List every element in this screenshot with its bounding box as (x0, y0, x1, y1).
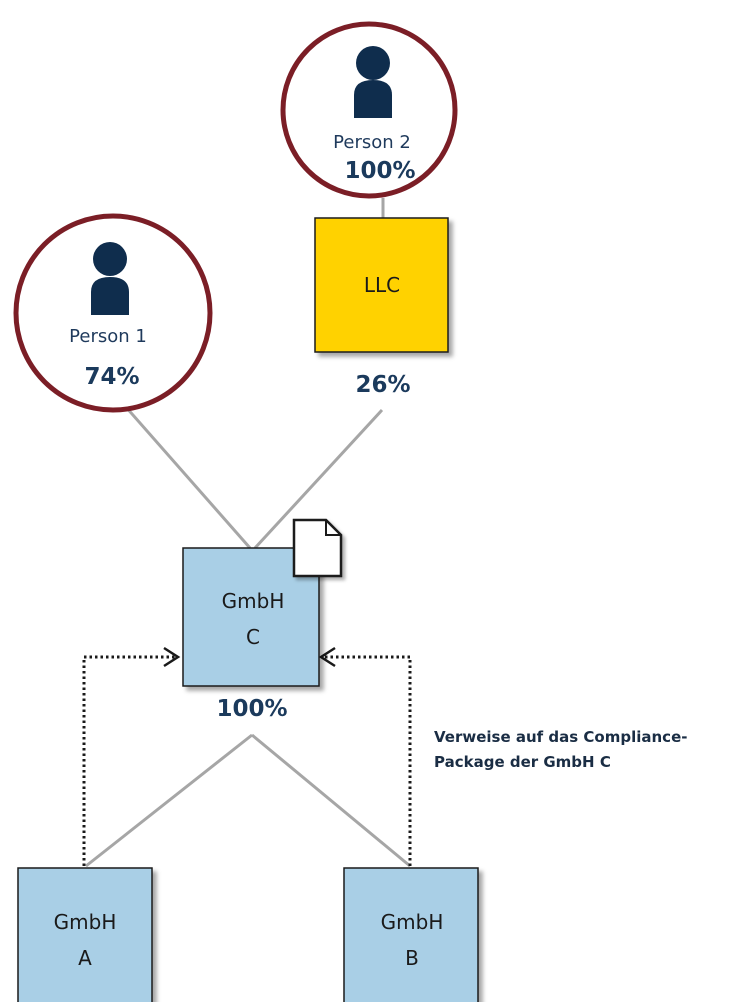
reference-arrow-gmbh-b (323, 655, 412, 866)
person-1-share: 74% (84, 364, 139, 390)
person-2-name: Person 2 (333, 132, 411, 153)
reference-arrowhead-gmbh-a (163, 646, 181, 668)
connector-llc-gmbh-c (253, 408, 384, 550)
person-1-node: Person 1 74% (13, 213, 213, 413)
llc-share: 26% (355, 372, 410, 398)
llc-label: LLC (364, 273, 400, 297)
reference-note-line1: Verweise auf das Compliance- (434, 728, 687, 746)
gmbh-a-label-line2: A (78, 946, 92, 970)
llc-node: LLC (314, 217, 449, 353)
document-icon (292, 518, 343, 578)
gmbh-b-label-line1: GmbH (381, 910, 444, 934)
connector-gmbh-c-gmbh-a (85, 733, 253, 868)
person-2-node: Person 2 100% (280, 21, 458, 199)
gmbh-b-node: GmbH B (343, 867, 479, 1002)
person-2-share: 100% (344, 158, 415, 184)
person-icon (91, 242, 129, 315)
person-icon (354, 46, 392, 118)
reference-arrow-gmbh-a (82, 655, 176, 866)
gmbh-b-label-line2: B (405, 946, 419, 970)
gmbh-a-node: GmbH A (17, 867, 153, 1002)
gmbh-c-node: GmbH C (182, 547, 320, 687)
reference-note-line2: Package der GmbH C (434, 753, 611, 771)
connector-person1-gmbh-c (116, 397, 252, 549)
gmbh-c-label-line1: GmbH (222, 589, 285, 613)
connector-gmbh-c-gmbh-b (251, 733, 411, 868)
reference-arrowhead-gmbh-b (318, 646, 336, 668)
gmbh-c-label-line2: C (246, 625, 260, 649)
person-1-name: Person 1 (69, 326, 147, 347)
gmbh-c-share: 100% (216, 696, 287, 722)
gmbh-a-label-line1: GmbH (54, 910, 117, 934)
